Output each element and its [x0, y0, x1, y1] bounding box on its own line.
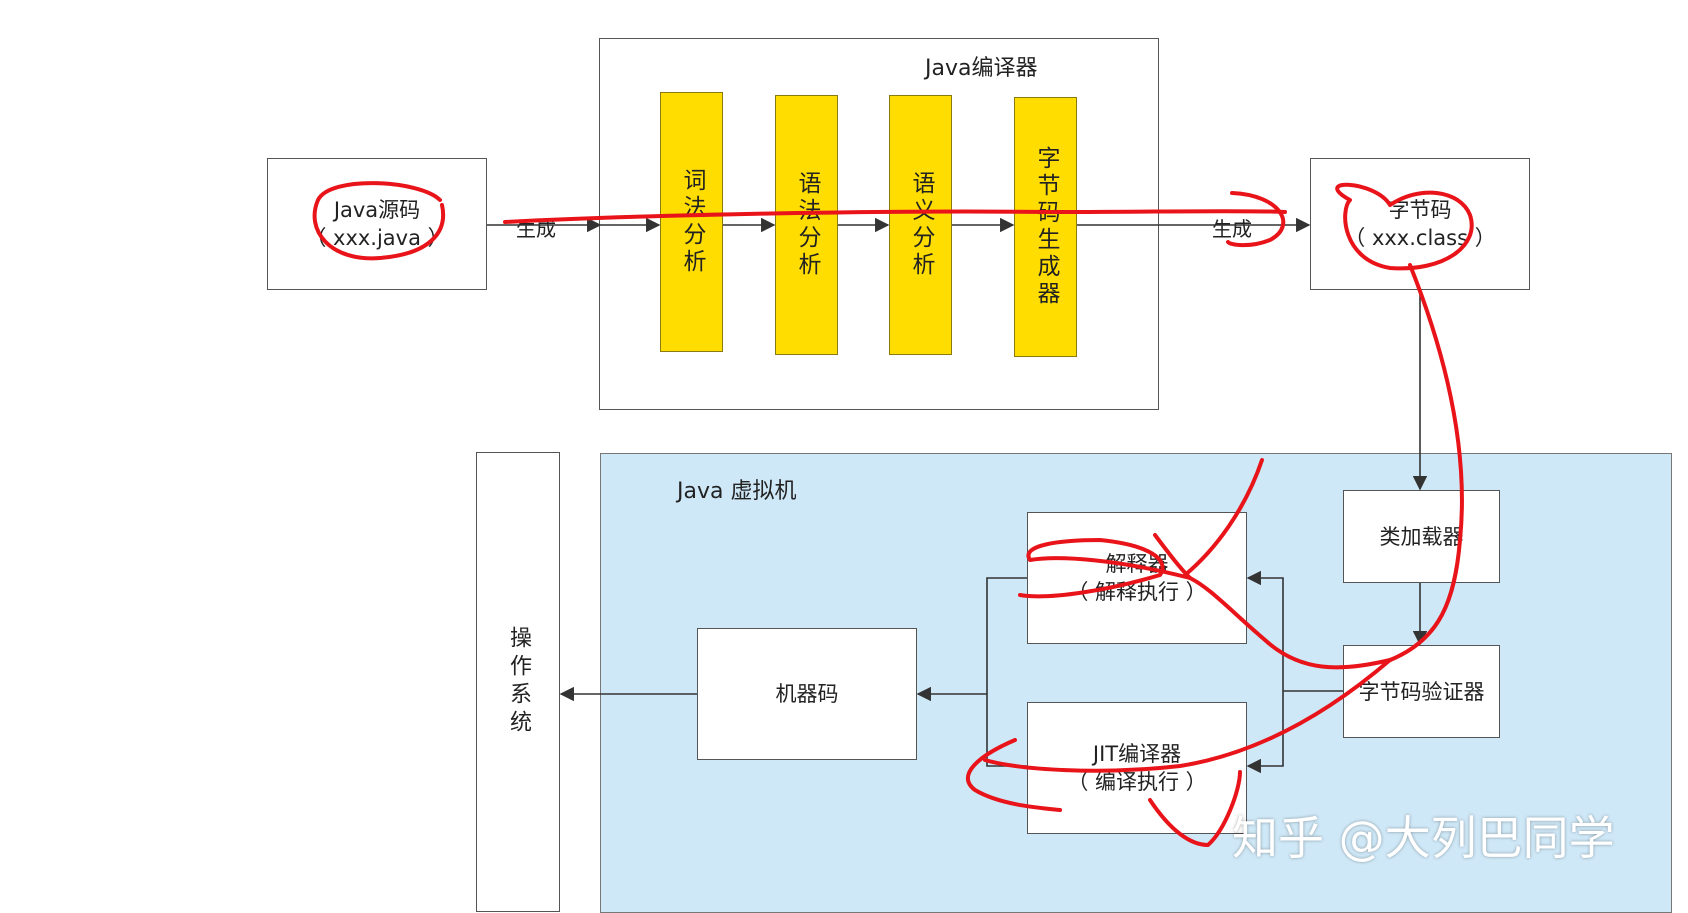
connector-interpreter-left [986, 577, 1027, 767]
annotation-arrow-head-top [1153, 458, 1264, 580]
stage-syntax-analysis-label: 语法分析 [794, 171, 820, 279]
annotation-hook-right [1226, 191, 1286, 248]
stage-bytecode-generator-label: 字节码生成器 [1033, 146, 1059, 308]
annotation-circle-source [312, 181, 446, 261]
machine-code-box: 机器码 [697, 628, 917, 760]
annotation-circle-bytecode [1335, 182, 1474, 271]
java-compiler-title: Java编译器 [925, 56, 1038, 81]
bytecode-verifier-box: 字节码验证器 [1343, 645, 1500, 738]
operating-system-box: 操作系统 [476, 452, 560, 912]
annotation-cross-verifier [1188, 576, 1392, 670]
annotation-bottom-hook [1148, 770, 1242, 847]
stage-syntax-analysis: 语法分析 [775, 95, 838, 355]
watermark-text: 知乎 @大列巴同学 [1232, 811, 1615, 865]
bytecode-verifier-label: 字节码验证器 [1358, 679, 1485, 704]
arrow-verifier-to-interpreter [1246, 570, 1284, 691]
stage-lexical-analysis: 词法分析 [660, 92, 723, 352]
stage-lexical-analysis-label: 词法分析 [679, 168, 705, 276]
stage-semantic-analysis-label: 语义分析 [908, 171, 934, 279]
annotation-jit-loop [966, 738, 1062, 812]
annotation-line-top [503, 209, 1287, 224]
annotation-sweep-to-jit [983, 658, 1392, 773]
class-loader-label: 类加载器 [1379, 524, 1464, 549]
machine-code-label: 机器码 [775, 682, 839, 706]
annotation-interpreter-loop [1018, 538, 1192, 599]
jit-compiler-label: JIT编译器 [1092, 742, 1182, 766]
arrow-verifier-to-jit [1246, 691, 1284, 774]
java-vm-title: Java 虚拟机 [677, 479, 797, 504]
jit-compiler-mode-label: （ 编译执行 ） [1067, 770, 1207, 794]
stage-bytecode-generator: 字节码生成器 [1014, 97, 1077, 357]
operating-system-label: 操作系统 [506, 626, 531, 738]
annotation-down-curve [1388, 263, 1464, 662]
class-loader-box: 类加载器 [1343, 490, 1500, 583]
stage-semantic-analysis: 语义分析 [889, 95, 952, 355]
generate-label-right: 生成 [1212, 217, 1252, 241]
java-source-label: Java源码 [333, 198, 421, 222]
zhihu-watermark: 知乎 @大列巴同学 [1232, 802, 1615, 891]
